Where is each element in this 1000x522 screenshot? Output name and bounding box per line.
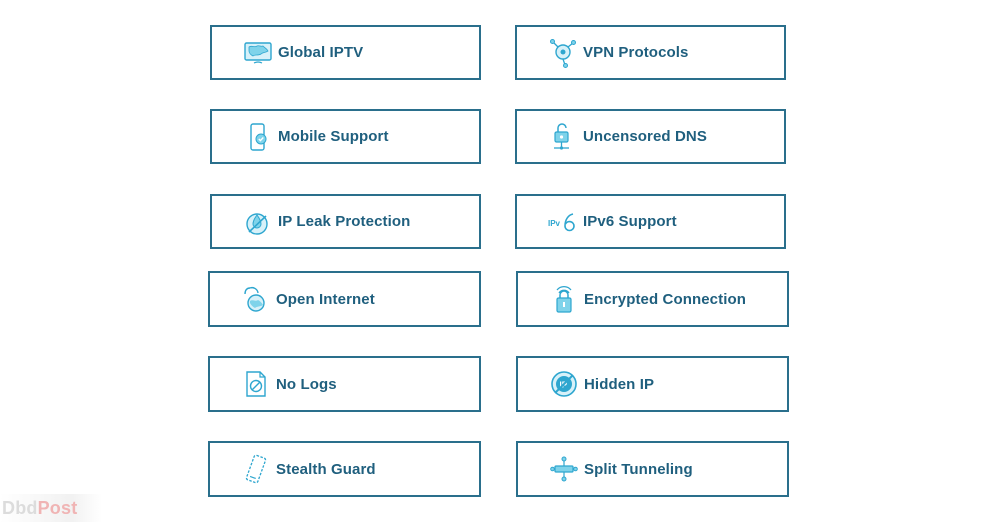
feature-label: VPN Protocols [583,44,689,61]
watermark-text-part1: Dbd [2,497,38,518]
feature-label: Hidden IP [584,375,655,393]
feature-card-vpn-protocols[interactable]: VPN Protocols [515,25,786,80]
hidden-ip-icon: IP [548,368,580,400]
feature-label: IP Leak Protection [278,213,411,230]
feature-label: Split Tunneling [584,460,693,478]
protocol-nodes-icon [547,37,579,69]
feature-label: No Logs [276,375,337,393]
feature-card-ip-leak-protection[interactable]: IP Leak Protection [210,194,481,249]
feature-card-open-internet[interactable]: Open Internet [208,271,481,327]
feature-label: Encrypted Connection [584,290,747,308]
feature-label: Mobile Support [278,128,389,145]
feature-card-split-tunneling[interactable]: Split Tunneling [516,441,789,497]
split-tunnel-icon [548,453,580,485]
watermark-text-part2: Post [37,497,78,518]
feature-label: IPv6 Support [583,213,677,230]
feature-label: Open Internet [276,290,375,308]
feature-card-hidden-ip[interactable]: IP Hidden IP [516,356,789,412]
feature-card-ipv6-support[interactable]: IPv IPv6 Support [515,194,786,249]
ipv6-icon-text: IPv [548,219,561,228]
feature-label: Global IPTV [278,44,364,61]
leak-shield-icon [242,206,274,238]
ipv6-icon: IPv [547,206,579,238]
feature-label: Stealth Guard [276,460,376,478]
feature-card-no-logs[interactable]: No Logs [208,356,481,412]
feature-card-global-iptv[interactable]: Global IPTV [210,25,481,80]
smartphone-check-icon [242,121,274,153]
feature-card-mobile-support[interactable]: Mobile Support [210,109,481,164]
feature-card-encrypted-connection[interactable]: Encrypted Connection [516,271,789,327]
no-logs-icon [240,368,272,400]
feature-label: Uncensored DNS [583,128,707,145]
stealth-device-icon [240,453,272,485]
feature-card-uncensored-dns[interactable]: Uncensored DNS [515,109,786,164]
open-globe-icon [240,283,272,315]
unlock-network-icon [547,121,579,153]
feature-card-stealth-guard[interactable]: Stealth Guard [208,441,481,497]
tv-globe-icon [242,37,274,69]
encrypted-lock-icon [548,283,580,315]
